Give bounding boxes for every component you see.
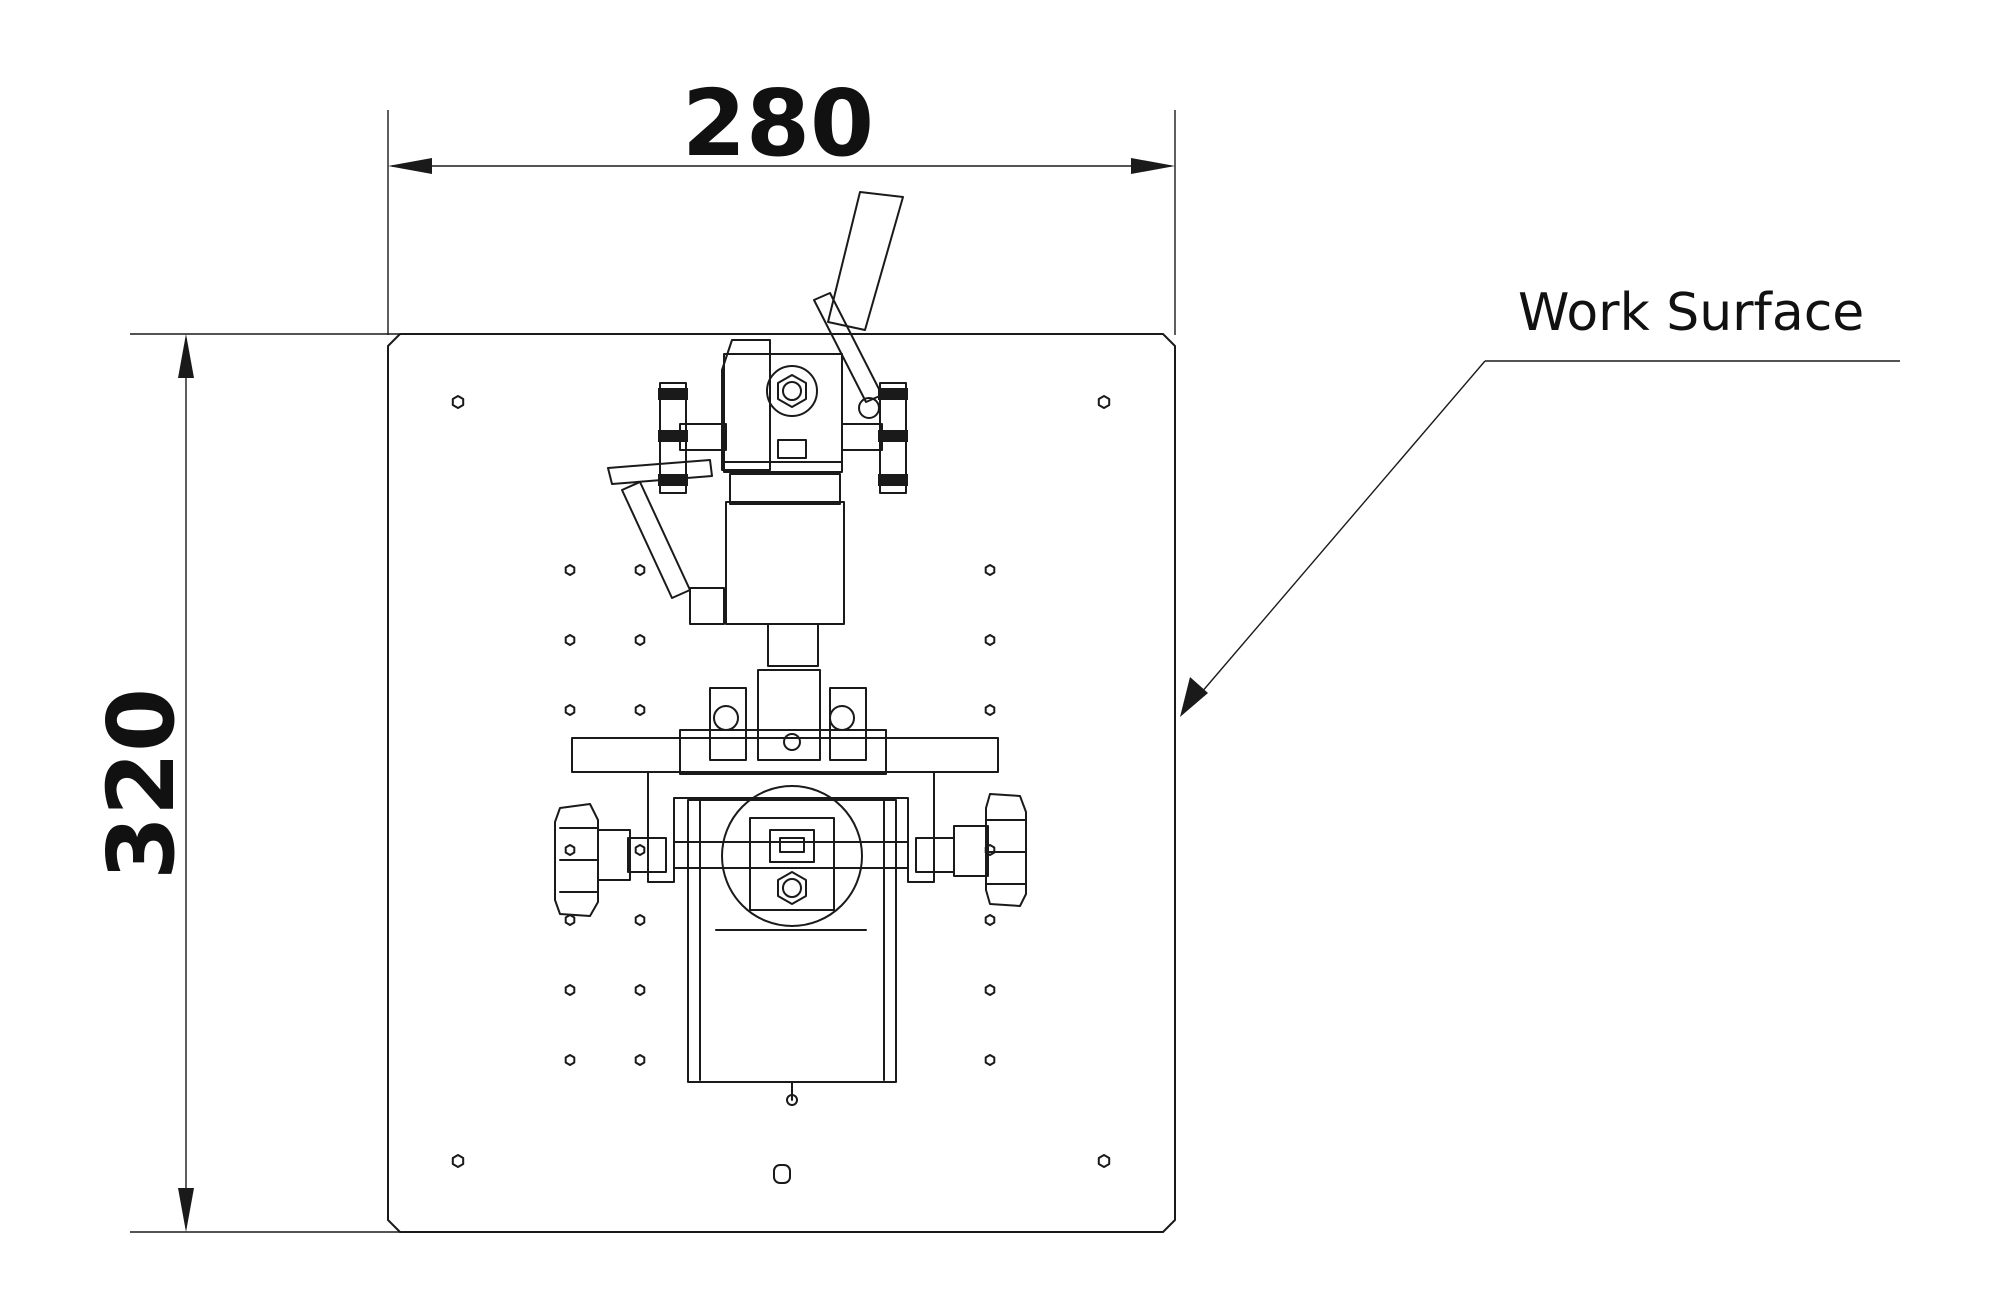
grid-hole	[984, 1054, 996, 1066]
mounting-hole	[451, 395, 465, 409]
lower-clamp-assembly	[554, 771, 1027, 1106]
camera-ring	[721, 785, 863, 927]
grid-hole	[564, 704, 576, 716]
mounting-hole	[1097, 1154, 1111, 1168]
grid-hole	[564, 564, 576, 576]
left-knob-grip-1	[658, 388, 688, 400]
ethernet-port-inner	[779, 837, 805, 853]
head-set-screw	[777, 439, 807, 459]
grid-hole	[564, 844, 576, 856]
crossbar-mount	[679, 729, 887, 775]
plate-outline	[387, 333, 1176, 1233]
right-post-bolt	[829, 705, 855, 731]
height-dimension: 320	[88, 333, 400, 1233]
upper-clamp-assembly	[607, 191, 908, 667]
u-frame	[647, 771, 935, 883]
callout-leader-diagonal	[1194, 360, 1486, 701]
neck	[767, 623, 819, 667]
grid-hole	[564, 634, 576, 646]
grid-hole	[984, 634, 996, 646]
head-bolt-hex	[777, 374, 807, 408]
plate-holes	[451, 395, 1111, 1184]
left-post	[709, 687, 747, 761]
width-arrow-right	[1131, 158, 1175, 174]
column	[757, 669, 821, 761]
body-collar	[729, 473, 841, 505]
center-rod	[673, 841, 909, 869]
width-arrow-left	[388, 158, 432, 174]
height-arrow-top	[178, 334, 194, 378]
left-rod	[627, 837, 667, 873]
grid-hole	[634, 984, 646, 996]
height-dimension-label: 320	[88, 688, 195, 880]
width-dimension-label: 280	[682, 70, 874, 177]
work-surface-callout: Work Surface	[1180, 283, 1900, 717]
height-arrow-bottom	[178, 1188, 194, 1232]
grid-hole	[564, 984, 576, 996]
right-knob-grip-1	[878, 388, 908, 400]
center-hole	[773, 1164, 791, 1184]
right-knob-hub	[953, 825, 989, 877]
right-large-knob	[985, 793, 1027, 907]
side-lever-end	[689, 587, 725, 625]
camera-lens	[782, 878, 802, 898]
head-bolt-center	[782, 381, 802, 401]
grid-hole	[634, 1054, 646, 1066]
head-block	[723, 353, 843, 473]
camera-lens-hex	[777, 871, 807, 905]
ethernet-port-icon	[769, 829, 815, 863]
mounting-hole	[1097, 395, 1111, 409]
callout-arrowhead	[1180, 677, 1208, 717]
grid-hole	[984, 704, 996, 716]
width-dimension: 280	[387, 70, 1176, 335]
work-surface-plate	[387, 333, 1176, 1233]
grid-hole	[564, 914, 576, 926]
back-plate	[721, 339, 771, 471]
grid-hole	[634, 564, 646, 576]
grid-hole	[634, 844, 646, 856]
column-pin	[783, 733, 801, 751]
camera-housing	[749, 817, 835, 911]
side-lever-bar	[607, 459, 713, 485]
right-knob-grip-3	[878, 474, 908, 486]
top-handle	[827, 191, 904, 331]
left-knob-hub	[597, 829, 631, 881]
body-block	[725, 501, 845, 625]
grid-hole	[634, 914, 646, 926]
grid-hole	[984, 564, 996, 576]
middle-carriage	[571, 669, 999, 775]
grid-hole	[984, 984, 996, 996]
side-lever-arm	[621, 481, 691, 599]
grid-hole	[634, 704, 646, 716]
grid-hole	[564, 1054, 576, 1066]
right-knob-grip-2	[878, 430, 908, 442]
left-knob-grip-2	[658, 430, 688, 442]
mounting-hole	[451, 1154, 465, 1168]
head-bolt-ring	[766, 365, 818, 417]
lower-body-pin-end	[786, 1094, 798, 1106]
left-large-knob	[554, 803, 599, 917]
left-post-bolt	[713, 705, 739, 731]
work-surface-label: Work Surface	[1518, 283, 1864, 343]
right-shaft	[841, 423, 883, 451]
grid-hole	[984, 914, 996, 926]
grid-hole	[634, 634, 646, 646]
right-post	[829, 687, 867, 761]
